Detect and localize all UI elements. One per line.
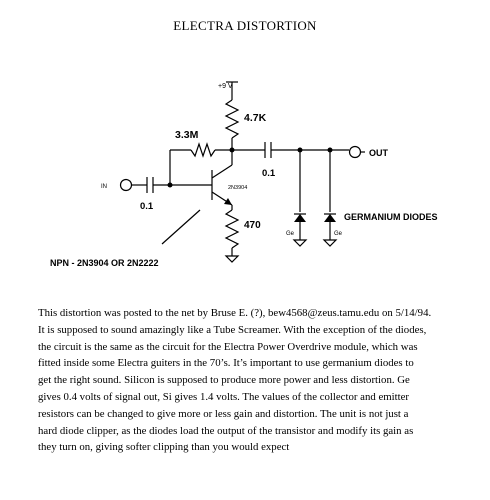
ground-symbol-left	[292, 239, 308, 247]
input-label: IN	[101, 184, 107, 190]
output-terminal	[348, 145, 362, 159]
description-line: they turn on, giving softer clipping tha…	[38, 441, 290, 454]
npn-pointer-line	[161, 209, 201, 245]
emitter-resistor-label: 470	[244, 220, 261, 231]
input-capacitor-label: 0.1	[140, 201, 154, 212]
page-title: ELECTRA DISTORTION	[173, 18, 317, 33]
transistor-label: 2N3904	[228, 185, 247, 191]
output-label: OUT	[369, 148, 389, 158]
collector-resistor-label: 4.7K	[244, 112, 267, 124]
diode-left-label: Ge	[286, 231, 295, 237]
feedback-resistor	[190, 142, 216, 158]
diodes-label: GERMANIUM DIODES	[344, 212, 438, 222]
description-line: This distortion was posted to the net by…	[38, 307, 432, 319]
collector-resistor	[224, 99, 240, 139]
emitter-resistor	[224, 209, 240, 249]
description-paragraph: This distortion was posted to the net by…	[38, 305, 478, 456]
circuit-schematic: +9 V 4.7K 3.3M 0.1 OUT IN 0.1 2N3904 470…	[50, 81, 438, 268]
description-line: hard diode clipper, as the diodes load t…	[38, 424, 414, 437]
supply-label: +9 V	[218, 83, 233, 90]
ground-symbol-emitter	[224, 255, 240, 263]
description-line: gives 0.4 volts of signal out, Si gives …	[38, 390, 410, 403]
description-line: get the right sound. Silicon is supposed…	[38, 374, 410, 387]
output-capacitor-label: 0.1	[262, 168, 276, 179]
input-terminal	[119, 178, 133, 192]
npn-note: NPN - 2N3904 OR 2N2222	[50, 258, 159, 268]
description-line: It is supposed to sound amazingly like a…	[38, 323, 427, 336]
description-line: fitted inside some Electra guiters in th…	[38, 357, 414, 370]
feedback-resistor-label: 3.3M	[175, 129, 199, 141]
diode-right-label: Ge	[334, 231, 343, 237]
description-line: resistors can be changed to give more or…	[38, 407, 409, 420]
ground-symbol-right	[322, 239, 338, 247]
description-line: the circuit is the same as the circuit f…	[38, 340, 418, 353]
